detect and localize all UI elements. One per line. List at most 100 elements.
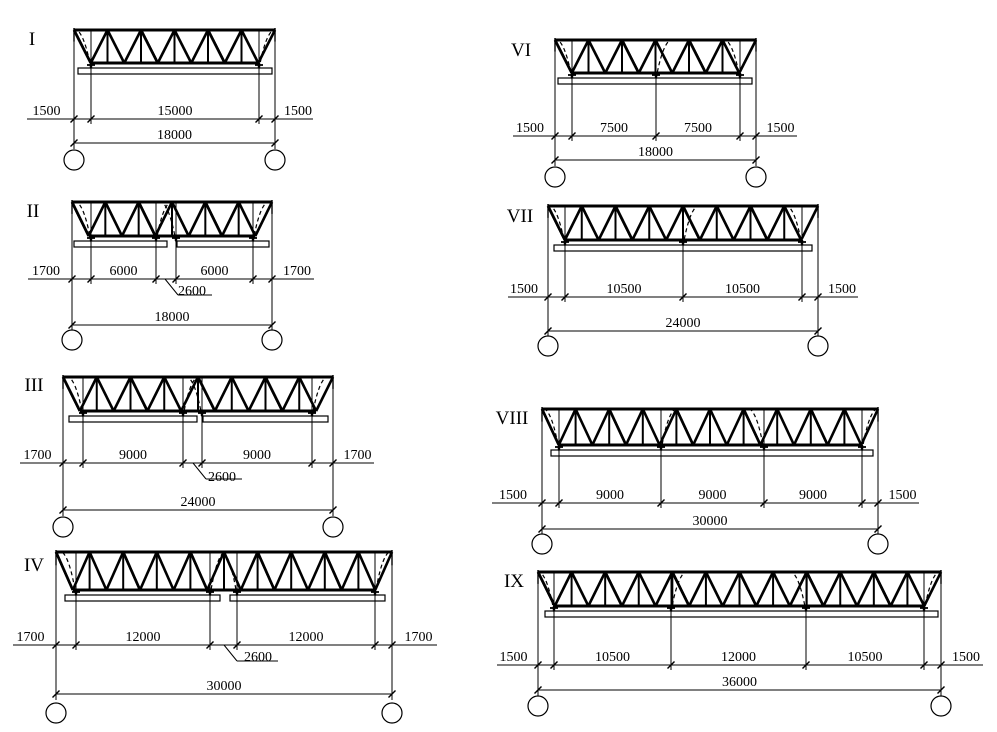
dimension-tick: [68, 321, 76, 329]
axis-circle: [63, 149, 85, 171]
axis-circle: [264, 149, 286, 171]
crane-beam: [550, 449, 874, 457]
truss-diagonal: [240, 29, 260, 64]
truss-diagonal: [546, 205, 567, 241]
truss-diagonal: [306, 551, 326, 591]
overall-dimension: 36000: [534, 670, 945, 696]
dimension-label: 6000: [110, 264, 138, 279]
dimension-tick: [538, 525, 546, 533]
truss-diagonal: [725, 408, 745, 446]
dimension-tick: [798, 293, 806, 301]
truss-diagonal: [580, 205, 600, 241]
gap-label: 2600: [178, 284, 206, 299]
truss-diagonal: [204, 201, 224, 237]
overall-dimension-label: 24000: [181, 495, 216, 510]
truss: [72, 28, 277, 65]
truss-diagonal: [738, 571, 758, 607]
truss-diagonal: [256, 551, 276, 591]
crane-beam: [64, 594, 221, 602]
overall-dimension: 18000: [68, 284, 276, 331]
dimension-tick: [568, 132, 576, 140]
extension-lines: [55, 552, 393, 650]
dimension-label: 1500: [510, 282, 538, 297]
axis-circle: [544, 166, 566, 188]
truss-diagonal: [72, 29, 92, 64]
truss-diagonal: [597, 205, 617, 241]
dimension-label: 15000: [158, 104, 193, 119]
truss-diagonal: [687, 39, 707, 74]
truss-diagonal: [839, 571, 859, 607]
truss-diagonal: [172, 551, 192, 591]
dimension-tick: [657, 499, 665, 507]
truss-diagonal: [357, 551, 377, 591]
truss-diagonal: [173, 29, 193, 64]
dimension-tick: [752, 156, 760, 164]
truss-diagonal: [704, 571, 724, 607]
dimension-tick: [179, 459, 187, 467]
truss-diagonal: [213, 376, 233, 412]
dimension-tick: [538, 499, 546, 507]
beams: [73, 236, 270, 248]
axis-circle: [261, 329, 283, 351]
dimension-label: 1700: [17, 630, 45, 645]
axis-markers: [537, 335, 829, 357]
beams: [77, 63, 273, 75]
axis-circle: [61, 329, 83, 351]
truss-diagonal: [708, 408, 728, 446]
axis-circle: [867, 533, 889, 555]
dimension-tick: [70, 115, 78, 123]
axis-circle: [45, 702, 67, 724]
extension-lines: [541, 409, 879, 508]
overall-dimension: 30000: [52, 650, 396, 700]
truss-diagonal: [281, 376, 301, 412]
dimension-label: 7500: [600, 121, 628, 136]
truss-diagonal: [54, 551, 74, 591]
dimension-tick: [268, 321, 276, 329]
truss-diagonal: [163, 376, 183, 412]
dimension-label: 1500: [767, 121, 795, 136]
dimension-label: 1500: [499, 488, 527, 503]
truss-diagonal: [88, 551, 108, 591]
scheme-label: VIII: [496, 408, 529, 429]
dimension-label: 1700: [24, 448, 52, 463]
truss-diagonal: [681, 205, 702, 241]
truss-diagonal: [78, 376, 98, 412]
truss-diagonal: [574, 408, 594, 446]
overall-dimension: 30000: [538, 508, 882, 535]
truss-diagonal: [755, 571, 775, 607]
dashed-curve: [374, 551, 390, 597]
axis-markers: [45, 702, 403, 724]
truss-diagonal: [123, 29, 143, 64]
dashed-curves: [61, 551, 390, 597]
overall-dimension: 18000: [551, 141, 760, 166]
dimension-tick: [255, 115, 263, 123]
dimension-tick: [308, 459, 316, 467]
dimension-tick: [388, 690, 396, 698]
truss-diagonal: [120, 201, 140, 237]
dimension-tick: [814, 293, 822, 301]
axis-markers: [63, 149, 286, 171]
scheme-label: IV: [24, 555, 44, 576]
axis-circle: [537, 335, 559, 357]
dimension-label: 10500: [595, 650, 630, 665]
truss-diagonal: [826, 408, 846, 446]
truss-diagonal: [553, 571, 573, 607]
dimension-tick: [652, 132, 660, 140]
truss-diagonal: [742, 408, 762, 446]
dimension-tick: [87, 275, 95, 283]
overall-dimension-label: 18000: [155, 310, 190, 325]
beams: [68, 411, 329, 423]
beams: [544, 606, 939, 618]
truss-diagonal: [290, 551, 310, 591]
dimension-label: 1500: [889, 488, 917, 503]
truss-diagonal: [138, 551, 158, 591]
truss-diagonal: [906, 571, 926, 607]
dimension-tick: [544, 327, 552, 335]
truss-diagonal: [738, 39, 758, 74]
dimension-label: 12000: [126, 630, 161, 645]
